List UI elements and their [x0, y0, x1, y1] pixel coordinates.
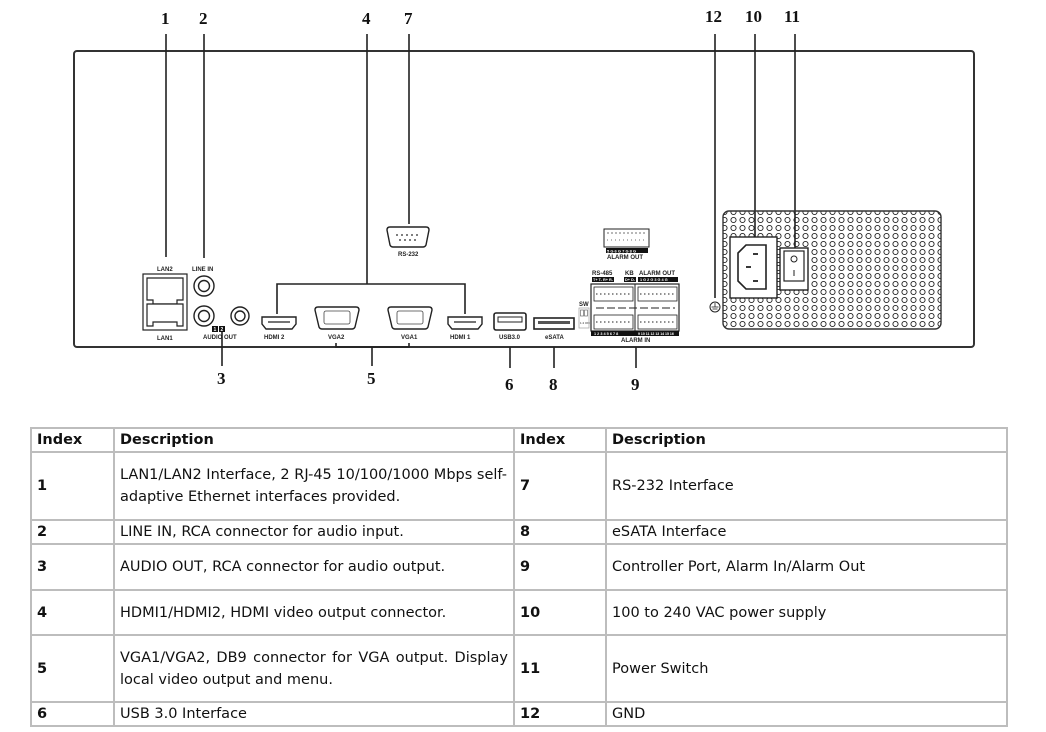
sw-on-label: 1 2 ON	[580, 321, 590, 325]
audio-out-label: AUDIO OUT	[203, 335, 237, 341]
kb-pins: D+ D-	[625, 278, 636, 282]
lan2-label: LAN2	[157, 267, 173, 273]
usb-port	[493, 312, 527, 331]
row-index-left: 2	[30, 519, 115, 545]
hdmi2-label: HDMI 2	[264, 335, 285, 341]
header-index-right: Index	[513, 427, 607, 453]
vga1-port	[387, 306, 433, 330]
table-row: 1 LAN1/LAN2 Interface, 2 RJ-45 10/100/10…	[30, 451, 1008, 521]
row-description-right: eSATA Interface	[605, 519, 1008, 545]
kb-label: KB	[625, 271, 634, 277]
row-index-right: 8	[513, 519, 607, 545]
usb-label: USB3.0	[499, 335, 521, 341]
alarm-terminal-block	[590, 283, 680, 332]
audio-out-ch1: 1	[214, 327, 217, 333]
power-switch	[779, 247, 809, 291]
hdmi1-port	[447, 316, 483, 330]
lan1-label: LAN1	[157, 336, 173, 342]
callout-11: 11	[784, 7, 800, 26]
table-row: 5 VGA1/VGA2, DB9 connector for VGA outpu…	[30, 634, 1008, 703]
lan-ports	[142, 273, 188, 331]
row-index-right: 10	[513, 589, 607, 636]
alarm-out-top-pins: 5 G 6 G 7 G 8 G	[607, 249, 636, 254]
rs485-label: RS-485	[592, 271, 613, 277]
vga2-label: VGA2	[328, 335, 345, 341]
dip-switch	[578, 307, 590, 329]
alarm-in-label: ALARM IN	[621, 338, 650, 344]
row-description-right: Controller Port, Alarm In/Alarm Out	[605, 543, 1008, 591]
sw-label: SW	[579, 302, 589, 308]
callout-5: 5	[367, 369, 376, 388]
row-index-right: 7	[513, 451, 607, 521]
rs485-pins: T+ T- R+ R-	[593, 278, 614, 282]
callout-6: 6	[505, 375, 514, 394]
vga2-port	[314, 306, 360, 330]
row-description-right: GND	[605, 701, 1008, 727]
esata-label: eSATA	[545, 335, 564, 341]
line-in-label: LINE IN	[192, 267, 213, 273]
table-row: 2 LINE IN, RCA connector for audio input…	[30, 519, 1008, 545]
hdmi1-label: HDMI 1	[450, 335, 471, 341]
row-index-left: 4	[30, 589, 115, 636]
ground-icon	[709, 301, 721, 313]
vga1-label: VGA1	[401, 335, 418, 341]
row-description-left: VGA1/VGA2, DB9 connector for VGA output.…	[113, 634, 515, 703]
table-header-row: Index Description Index Description	[30, 427, 1008, 453]
callout-10: 10	[745, 7, 762, 26]
header-index-left: Index	[30, 427, 115, 453]
row-index-right: 12	[513, 701, 607, 727]
rca-connectors	[193, 275, 250, 327]
interface-description-table: Index Description Index Description 1 LA…	[30, 427, 1008, 727]
row-index-right: 9	[513, 543, 607, 591]
callout-8: 8	[549, 375, 558, 394]
row-description-right: 100 to 240 VAC power supply	[605, 589, 1008, 636]
row-index-left: 6	[30, 701, 115, 727]
row-description-left: USB 3.0 Interface	[113, 701, 515, 727]
rs232-label: RS-232	[398, 252, 419, 258]
table-row: 4 HDMI1/HDMI2, HDMI video output connect…	[30, 589, 1008, 636]
callout-9: 9	[631, 375, 640, 394]
row-description-left: AUDIO OUT, RCA connector for audio outpu…	[113, 543, 515, 591]
esata-port	[533, 317, 575, 330]
alarm-out-pins: 1 G 2 G 3 G 4 G	[640, 278, 668, 282]
alarm-out-terminal-top	[603, 228, 650, 253]
row-index-left: 1	[30, 451, 115, 521]
row-description-left: LAN1/LAN2 Interface, 2 RJ-45 10/100/1000…	[113, 451, 515, 521]
row-description-right: RS-232 Interface	[605, 451, 1008, 521]
header-description-right: Description	[605, 427, 1008, 453]
row-description-left: HDMI1/HDMI2, HDMI video output connector…	[113, 589, 515, 636]
callout-1: 1	[161, 9, 170, 28]
callout-lines	[165, 34, 796, 368]
power-inlet	[729, 236, 778, 299]
callout-12: 12	[705, 7, 722, 26]
audio-out-ch2: 2	[221, 327, 224, 333]
table-row: 6 USB 3.0 Interface 12 GND	[30, 701, 1008, 727]
row-index-left: 3	[30, 543, 115, 591]
callout-7: 7	[404, 9, 413, 28]
alarm-out-top-label: ALARM OUT	[607, 255, 643, 261]
alarm-in-pins-right: 9 10 11 12 13 14 15 16	[638, 332, 674, 336]
alarm-out-label: ALARM OUT	[639, 271, 675, 277]
table-row: 3 AUDIO OUT, RCA connector for audio out…	[30, 543, 1008, 591]
callout-3: 3	[217, 369, 226, 388]
row-description-right: Power Switch	[605, 634, 1008, 703]
header-description-left: Description	[113, 427, 515, 453]
hdmi2-port	[261, 316, 297, 330]
callout-4: 4	[362, 9, 371, 28]
rs232-port	[386, 226, 430, 248]
alarm-in-pins-left: 1 2 3 4 5 6 7 8	[594, 332, 618, 336]
callout-2: 2	[199, 9, 208, 28]
row-description-left: LINE IN, RCA connector for audio input.	[113, 519, 515, 545]
row-index-right: 11	[513, 634, 607, 703]
row-index-left: 5	[30, 634, 115, 703]
rear-panel-diagram: 1 2 3 4 5 6 7 8 9 10 11 12 LAN2 LAN1 LIN…	[73, 7, 975, 394]
